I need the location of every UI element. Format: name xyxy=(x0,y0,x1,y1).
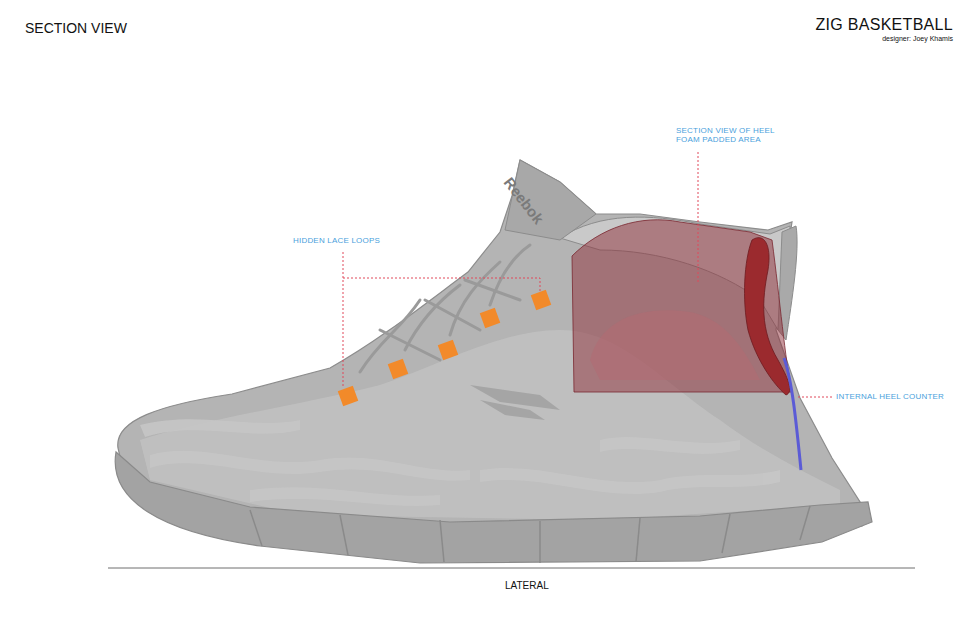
heel-counter-line xyxy=(784,358,801,470)
ground-line xyxy=(108,568,915,569)
sole-lugs xyxy=(250,506,810,563)
shoe-upper xyxy=(118,160,862,546)
laces xyxy=(360,245,530,372)
outsole xyxy=(115,452,872,563)
side-logo xyxy=(470,385,560,420)
heel-padding-strip xyxy=(745,238,790,395)
view-label: LATERAL xyxy=(505,580,549,592)
callout-label: HIDDEN LACE LOOPS xyxy=(293,236,380,245)
callout-label: INTERNAL HEEL COUNTER xyxy=(836,392,944,401)
view-heading: SECTION VIEW xyxy=(25,20,127,36)
lace-loops xyxy=(338,290,552,407)
designer-credit: designer: Joey Khamis xyxy=(882,35,953,43)
sheet-title: ZIG BASKETBALL xyxy=(815,16,953,34)
midsole-waves xyxy=(140,419,780,506)
leader-lines xyxy=(343,152,832,397)
callout-label: SECTION VIEW OF HEEL FOAM PADDED AREA xyxy=(676,126,780,144)
heel-foam-inner xyxy=(590,310,760,380)
